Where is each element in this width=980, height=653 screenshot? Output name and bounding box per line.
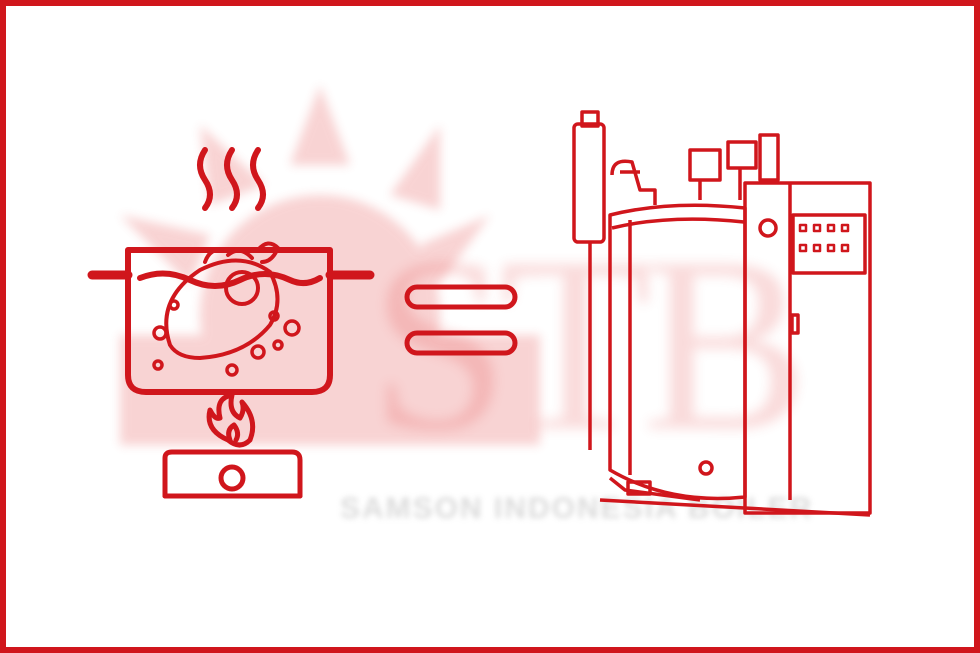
stove-flame-icon [162,392,303,499]
equals-sign-icon [404,284,518,356]
bubbles-icon [152,299,301,377]
boiler-machine-icon [572,110,872,517]
steam-icon [197,147,266,211]
cooking-pot-icon [87,247,375,395]
chicken-icon [164,241,281,361]
